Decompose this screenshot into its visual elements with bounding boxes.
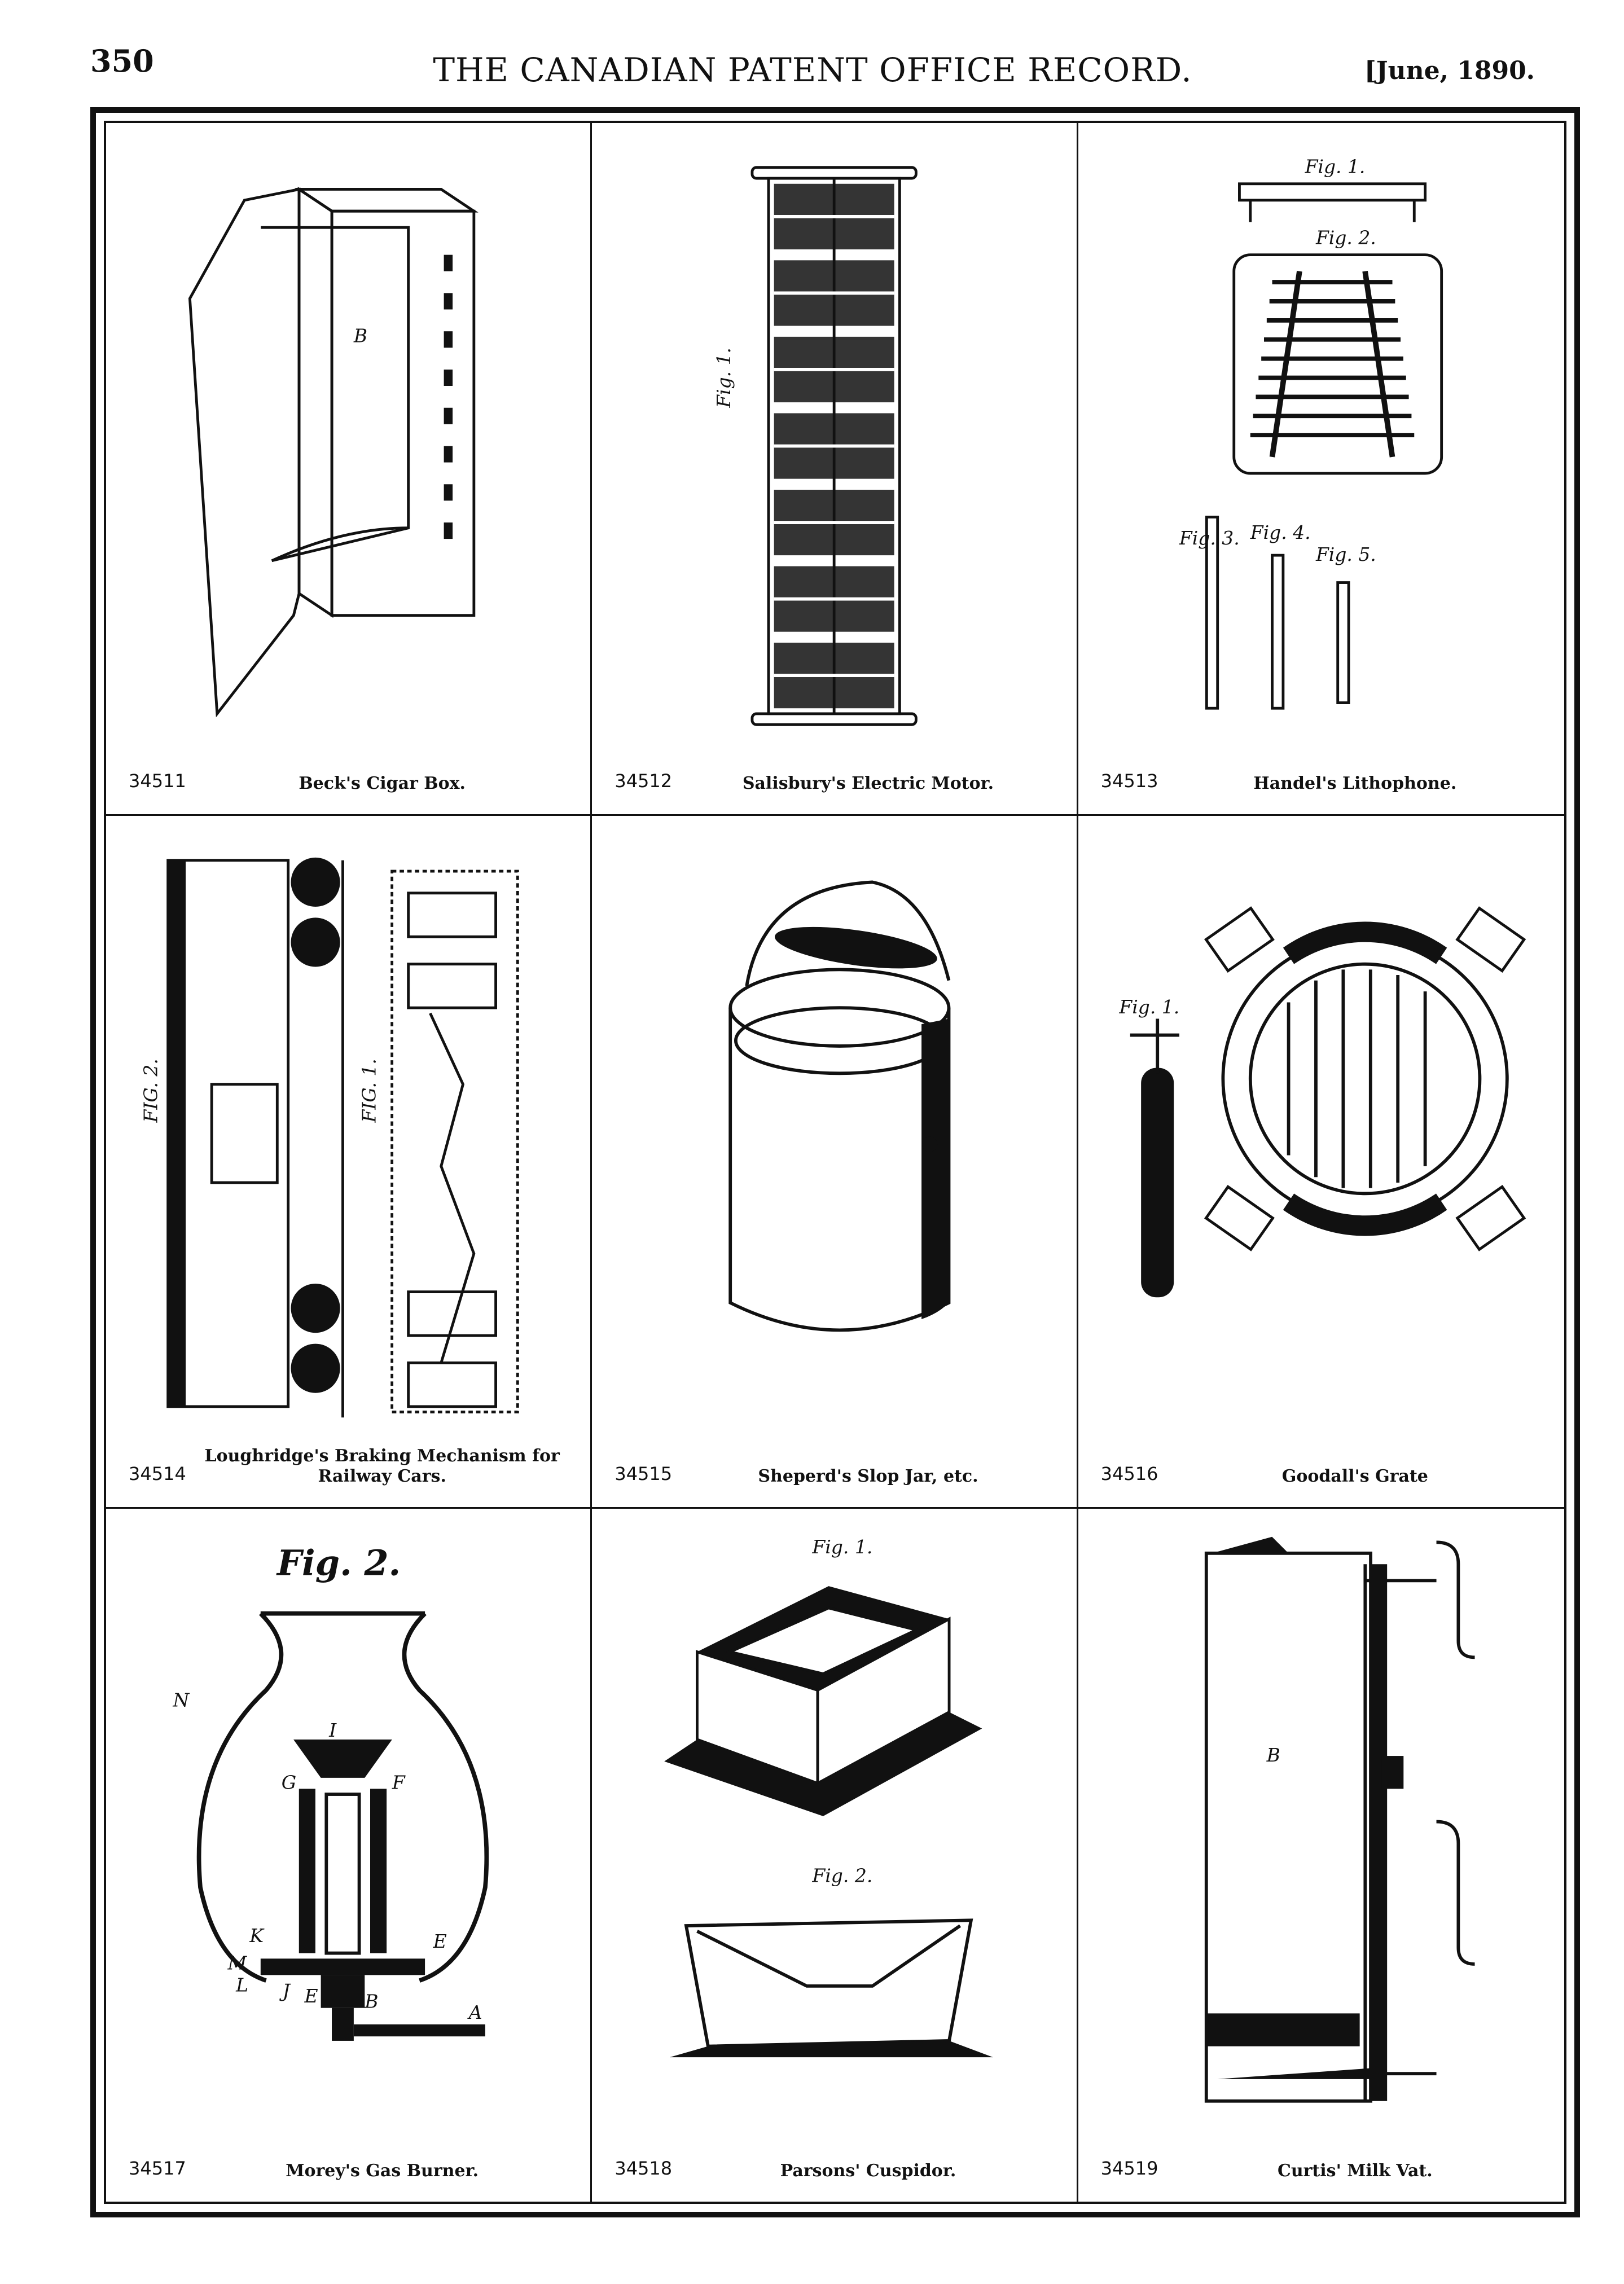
patent-number: 34513 (1100, 770, 1158, 792)
figure-label-b: B (353, 325, 367, 347)
patent-caption: 34517 Morey's Gas Burner. (129, 2137, 573, 2188)
patent-title: Sheperd's Slop Jar, etc. (758, 1466, 978, 1486)
patent-number: 34511 (129, 770, 186, 792)
lithophone-illustration: Fig. 1. Fig. 2. (1179, 155, 1443, 710)
figure-label-fig2: Fig. 2. (276, 1543, 401, 1584)
page-header: 350 THE CANADIAN PATENT OFFICE RECORD. [… (90, 39, 1535, 90)
grate-illustration: Fig. 1. (1118, 906, 1526, 1298)
patent-title: Beck's Cigar Box. (299, 774, 466, 793)
figure-label-f: F (392, 1771, 406, 1793)
patent-number: 34516 (1100, 1463, 1158, 1484)
figure-label-fig2: Fig. 2. (812, 1864, 873, 1886)
patent-title: Curtis' Milk Vat. (1277, 2161, 1433, 2181)
figure-label-e2: E (304, 1985, 318, 2007)
patent-caption: 34514 Loughridge's Braking Mechanism for… (129, 1443, 573, 1494)
braking-mechanism-drawing: FIG. 2. FIG. 1. (129, 838, 568, 1439)
patent-title: Parsons' Cuspidor. (780, 2161, 956, 2181)
figure-label-a: A (467, 2001, 482, 2023)
slop-jar-drawing (615, 838, 1054, 1439)
electric-motor-drawing: Fig. 1. (615, 146, 1054, 746)
cuspidor-illustration: Fig. 1. Fig. 2. (664, 1536, 994, 2058)
patent-cell-34514: FIG. 2. FIG. 1. 34514 Loughridge's Braki… (106, 816, 592, 1509)
figure-label-fig1: Fig. 1. (713, 348, 735, 409)
figure-label-fig5: Fig. 5. (1315, 543, 1376, 565)
gas-burner-drawing: Fig. 2. (129, 1531, 568, 2134)
patent-caption: 34512 Salisbury's Electric Motor. (615, 750, 1059, 801)
figure-label-e: E (433, 1930, 447, 1952)
page-number: 350 (90, 43, 154, 79)
patent-title: Goodall's Grate (1281, 1466, 1428, 1486)
patent-cell-34511: B 34511 Beck's Cigar Box. (106, 123, 592, 816)
patent-number: 34519 (1100, 2158, 1158, 2179)
patent-caption: 34513 Handel's Lithophone. (1101, 750, 1547, 801)
cigar-box-illustration: B (188, 186, 479, 718)
patent-caption: 34519 Curtis' Milk Vat. (1101, 2137, 1547, 2188)
lithophone-drawing: Fig. 1. Fig. 2. (1101, 146, 1542, 746)
figure-label-fig2: FIG. 2. (139, 1058, 161, 1123)
figure-label-fig3: Fig. 3. (1179, 527, 1240, 549)
plate-inner-border: B 34511 Beck's Cigar Box. (104, 121, 1566, 2204)
figure-label-b: B (1266, 1744, 1280, 1766)
patent-number: 34515 (615, 1463, 673, 1484)
figure-label-b: B (364, 1991, 378, 2013)
figure-label-k: K (249, 1925, 265, 1947)
figure-label-fig1: Fig. 1. (1304, 155, 1365, 177)
patent-number: 34512 (615, 770, 673, 792)
patent-cell-34513: Fig. 1. Fig. 2. (1078, 123, 1564, 816)
figure-label-fig2: Fig. 2. (1315, 226, 1376, 248)
patent-number: 34514 (129, 1463, 186, 1484)
figure-label-fig1: Fig. 1. (812, 1536, 873, 1558)
patent-cell-34517: Fig. 2. (106, 1509, 592, 2202)
figure-label-j: J (279, 1979, 291, 2001)
cigar-box-drawing: B (129, 146, 568, 746)
patent-cell-34519: B 34519 Curtis' Milk Vat. (1078, 1509, 1564, 2202)
cuspidor-drawing: Fig. 1. Fig. 2. (615, 1531, 1054, 2134)
patent-cell-34516: Fig. 1. (1078, 816, 1564, 1509)
patent-caption: 34516 Goodall's Grate (1101, 1443, 1547, 1494)
patent-caption: 34518 Parsons' Cuspidor. (615, 2137, 1059, 2188)
patent-cell-34512: Fig. 1. 34512 Salisbury's Electric Motor… (592, 123, 1078, 816)
milk-vat-illustration: B (1204, 1536, 1475, 2103)
patent-cell-34518: Fig. 1. Fig. 2. (592, 1509, 1078, 2202)
patent-title: Morey's Gas Burner. (286, 2161, 479, 2181)
figure-label-fig1: Fig. 1. (1118, 996, 1179, 1018)
patent-caption: 34515 Sheperd's Slop Jar, etc. (615, 1443, 1059, 1494)
patent-number: 34517 (129, 2158, 186, 2179)
slop-jar-illustration (728, 880, 951, 1332)
patent-number: 34518 (615, 2158, 673, 2179)
figure-label-i: I (328, 1719, 337, 1741)
patent-cell-34515: 34515 Sheperd's Slop Jar, etc. (592, 816, 1078, 1509)
braking-mechanism-illustration: FIG. 2. FIG. 1. (139, 857, 519, 1418)
patent-title: Loughridge's Braking Mechanism for Railw… (204, 1446, 560, 1486)
figure-label-n: N (172, 1689, 190, 1711)
gas-burner-illustration: Fig. 2. (172, 1543, 489, 2041)
figure-label-fig1: FIG. 1. (358, 1058, 380, 1123)
patent-grid: B 34511 Beck's Cigar Box. (106, 123, 1564, 2202)
electric-motor-illustration: Fig. 1. (713, 166, 918, 726)
plate-frame: B 34511 Beck's Cigar Box. (90, 107, 1580, 2217)
issue-date: [June, 1890. (1364, 56, 1535, 85)
figure-label-l: L (235, 1974, 248, 1996)
grate-drawing: Fig. 1. (1101, 838, 1542, 1439)
patent-title: Salisbury's Electric Motor. (742, 774, 994, 793)
figure-label-m: M (227, 1952, 248, 1974)
patent-caption: 34511 Beck's Cigar Box. (129, 750, 573, 801)
figure-label-g: G (282, 1771, 296, 1793)
milk-vat-drawing: B (1101, 1531, 1542, 2134)
journal-title: THE CANADIAN PATENT OFFICE RECORD. (433, 51, 1192, 89)
figure-label-fig4: Fig. 4. (1249, 521, 1310, 543)
patent-title: Handel's Lithophone. (1253, 774, 1457, 793)
